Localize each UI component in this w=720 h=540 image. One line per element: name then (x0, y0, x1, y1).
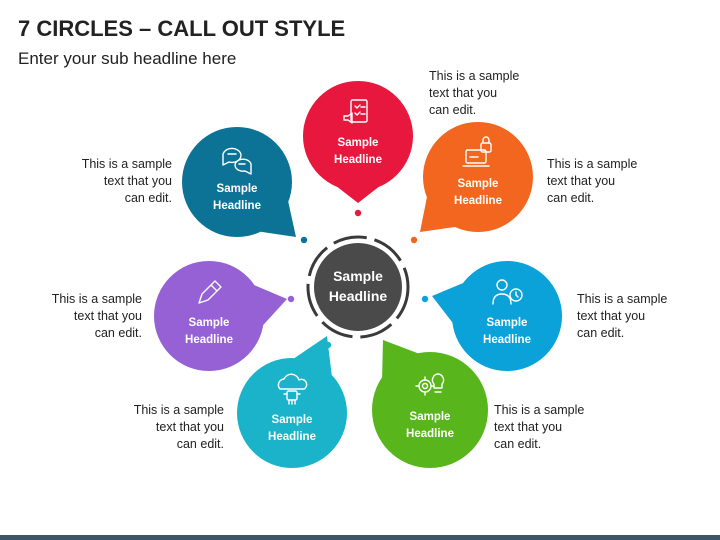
survey-checklist-icon (343, 99, 368, 124)
callout-tail (260, 201, 296, 237)
callout-headline-line2: Headline (483, 334, 531, 346)
callout-headline-line2: Headline (454, 195, 502, 207)
description-line: can edit. (176, 437, 224, 451)
callout-description-6: This is a sample text that you can edit. (12, 291, 142, 342)
description-line: can edit. (577, 326, 625, 340)
callout-description-4: This is a sample text that you can edit. (494, 402, 624, 453)
description-line: This is a sample (577, 292, 668, 306)
connector-dot-6 (287, 295, 295, 303)
callout-disc (237, 358, 347, 468)
connector-dot-7 (300, 236, 308, 244)
person-clock-icon (492, 279, 523, 305)
description-line: text that you (155, 420, 224, 434)
callout-headline-line1: Sample (458, 178, 499, 190)
callout-headline-line1: Sample (338, 137, 379, 149)
page-subtitle: Enter your sub headline here (18, 49, 237, 68)
description-line: This is a sample (494, 403, 585, 417)
description-line: This is a sample (51, 292, 142, 306)
callout-tail (337, 187, 379, 203)
callout-description-5: This is a sample text that you can edit. (94, 402, 224, 453)
callout-description-7: This is a sample text that you can edit. (42, 156, 172, 207)
description-line: can edit. (429, 103, 477, 117)
callout-disc (423, 122, 533, 232)
description-line: text that you (494, 420, 563, 434)
description-line: This is a sample (547, 157, 638, 171)
callout-headline-line2: Headline (406, 428, 454, 440)
description-line: text that you (577, 309, 646, 323)
callout-disc (154, 261, 264, 371)
description-line: can edit. (94, 326, 142, 340)
callout-headline-line1: Sample (272, 414, 313, 426)
gear-bulb-icon (415, 373, 445, 396)
callout-disc (303, 81, 413, 191)
callout-description-2: This is a sample text that you can edit. (547, 156, 677, 207)
description-line: This is a sample (429, 69, 520, 83)
center-circle[interactable]: Sample Headline (306, 235, 410, 339)
cloud-chip-icon (277, 373, 308, 405)
callout-disc (182, 127, 292, 237)
callout-headline-line2: Headline (268, 431, 316, 443)
connector-dot-3 (421, 295, 429, 303)
description-line: can edit. (547, 191, 595, 205)
description-line: This is a sample (81, 157, 172, 171)
callout-headline-line1: Sample (189, 317, 230, 329)
callout-headline-line1: Sample (487, 317, 528, 329)
callout-headline-line2: Headline (334, 154, 382, 166)
callout-tail (432, 283, 463, 323)
connector-dot-1 (354, 209, 362, 217)
laptop-lock-icon (462, 136, 492, 167)
description-line: This is a sample (133, 403, 224, 417)
center-ring (306, 235, 410, 339)
page-title: 7 CIRCLES – CALL OUT STYLE (18, 16, 346, 41)
description-line: text that you (73, 309, 142, 323)
pencil-icon (198, 280, 222, 304)
callout-headline-line1: Sample (217, 183, 258, 195)
callout-description-3: This is a sample text that you can edit. (577, 291, 707, 342)
chat-bubbles-icon (222, 147, 252, 175)
center-headline-line1: Sample (333, 268, 383, 284)
callout-tail (294, 336, 332, 375)
center-headline-line2: Headline (329, 288, 388, 304)
connector-dot-2 (410, 236, 418, 244)
callout-disc (452, 261, 562, 371)
callout-headline-line2: Headline (185, 334, 233, 346)
description-line: text that you (547, 174, 616, 188)
description-line: can edit. (494, 437, 542, 451)
bottom-bar (0, 535, 720, 540)
description-line: text that you (429, 86, 498, 100)
callout-tail (420, 197, 455, 232)
callout-headline-line2: Headline (213, 200, 261, 212)
description-line: text that you (103, 174, 172, 188)
callout-disc (372, 352, 488, 468)
callout-headline-line1: Sample (410, 411, 451, 423)
callout-description-1: This is a sample text that you can edit. (429, 68, 559, 119)
description-line: can edit. (124, 191, 172, 205)
center-disc (314, 243, 402, 331)
